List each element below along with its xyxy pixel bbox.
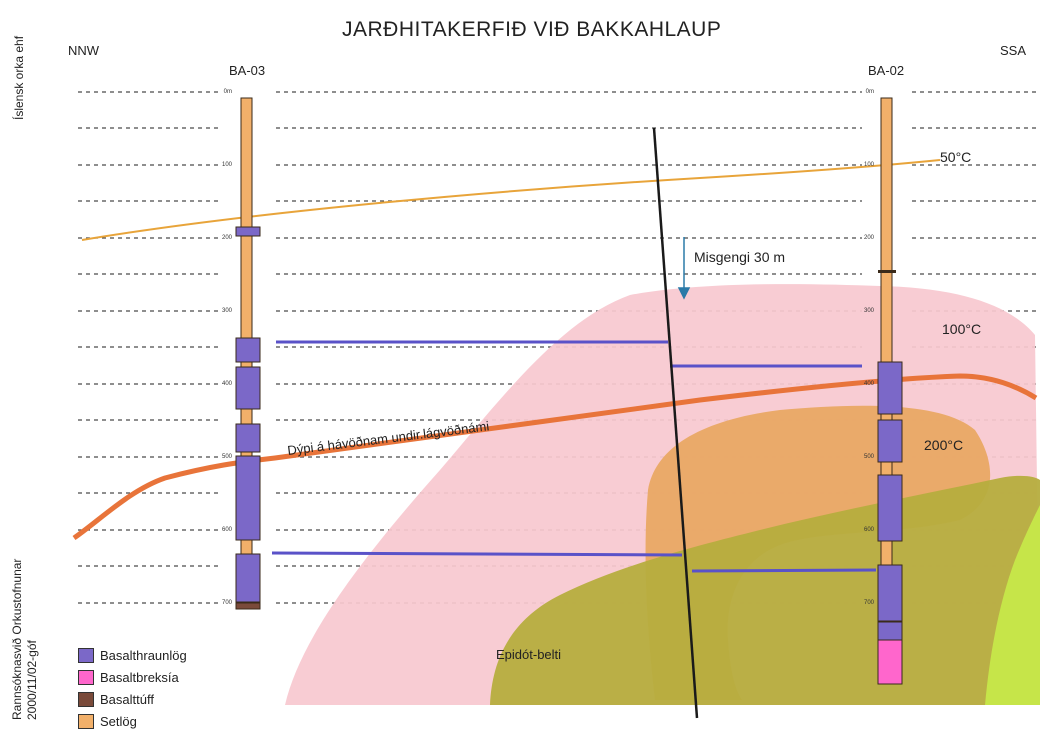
ba03-tick: 400 xyxy=(222,381,233,387)
ba02-tick: 700 xyxy=(864,600,875,606)
legend-item: Setlög xyxy=(78,710,187,732)
legend-label: Basalttúff xyxy=(100,691,154,707)
legend: Basalthraunlög Basaltbreksía Basalttúff … xyxy=(78,644,187,732)
legend-item: Basalthraunlög xyxy=(78,644,187,666)
permeability-boundary-line xyxy=(72,373,1038,541)
ba03-tick: 300 xyxy=(222,308,233,314)
well-ba03-column xyxy=(235,97,261,610)
agency-credit-line1: Rannsóknasvið Orkustofnunar xyxy=(10,558,24,720)
isotherm-50c-label: 50°C xyxy=(940,149,972,165)
ba02-tick: 400 xyxy=(864,381,875,387)
fault-line xyxy=(652,127,699,719)
ba02-tick: 0m xyxy=(866,89,874,95)
ba02-tick: 200 xyxy=(864,235,875,241)
fault-label: Misgengi 30 m xyxy=(694,249,786,265)
ba03-tick: 600 xyxy=(222,527,233,533)
isotherm-100c-label: 100°C xyxy=(942,321,982,337)
epidote-belt-label: Epidót-belti xyxy=(496,647,562,662)
legend-label: Basalthraunlög xyxy=(100,647,187,663)
ba03-tick: 100 xyxy=(222,162,233,168)
ba03-tick: 200 xyxy=(222,235,233,241)
isotherm-200c-label: 200°C xyxy=(924,437,964,453)
layer-correlation-lines xyxy=(271,340,877,573)
well-ba03-label: BA-03 xyxy=(229,63,266,78)
direction-left-label: NNW xyxy=(68,43,100,58)
company-credit: Íslensk orka ehf xyxy=(12,35,26,120)
legend-swatch xyxy=(78,713,94,729)
ba02-tick: 100 xyxy=(864,162,875,168)
ba03-tick: 0m xyxy=(224,89,232,95)
legend-item: Basaltbreksía xyxy=(78,666,187,688)
well-ba02-label: BA-02 xyxy=(868,63,905,78)
legend-label: Basaltbreksía xyxy=(100,669,179,685)
isotherm-50c-line xyxy=(81,159,941,241)
legend-item: Basalttúff xyxy=(78,688,187,710)
ba02-tick: 300 xyxy=(864,308,875,314)
ba02-depth-ticks: 0m 100 200 300 400 500 600 700 xyxy=(864,89,875,606)
fault-arrow-icon xyxy=(677,237,691,300)
green-edge-zone xyxy=(985,505,1040,705)
legend-label: Setlög xyxy=(100,713,137,729)
ba03-tick: 700 xyxy=(222,600,233,606)
ba03-depth-ticks: 0m 100 200 300 400 500 600 700 xyxy=(222,89,233,606)
ba02-tick: 600 xyxy=(864,527,875,533)
ba02-tick: 500 xyxy=(864,454,875,460)
diagram-title: JARÐHITAKERFIÐ VIÐ BAKKAHLAUP xyxy=(342,18,722,41)
zone-200c xyxy=(645,405,991,700)
direction-right-label: SSA xyxy=(1000,43,1027,58)
legend-swatch xyxy=(78,669,94,685)
legend-swatch xyxy=(78,647,94,663)
well-ba02-column xyxy=(877,97,903,685)
legend-swatch xyxy=(78,691,94,707)
ba03-tick: 500 xyxy=(222,454,233,460)
agency-credit-line2: 2000/11/02-góf xyxy=(25,640,39,720)
